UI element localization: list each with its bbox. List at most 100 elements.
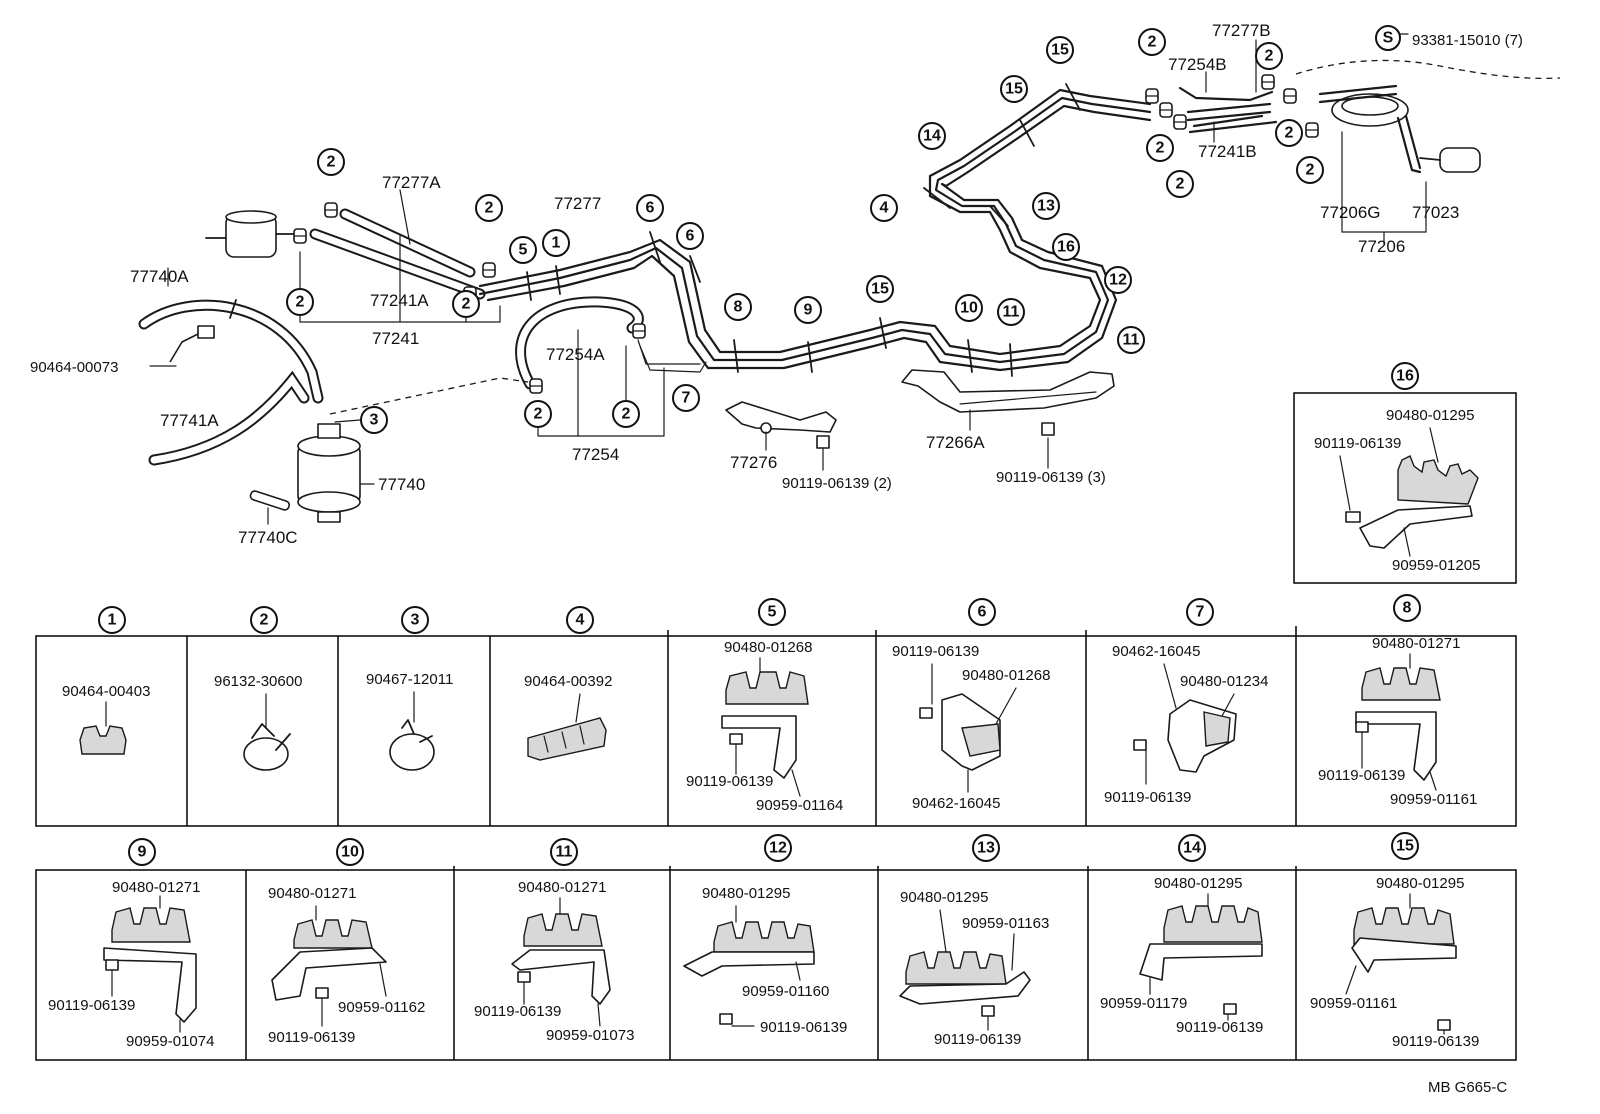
- part-label: 90959-01161: [1310, 995, 1397, 1012]
- detail-box-11: 11 90480-01271 90119-06139 90959-01073: [474, 838, 634, 1044]
- svg-text:1: 1: [108, 612, 117, 629]
- part-label: 90480-01271: [112, 879, 200, 896]
- svg-text:11: 11: [1003, 304, 1020, 321]
- callout-2: 2: [1138, 28, 1166, 56]
- svg-text:2: 2: [1306, 162, 1315, 179]
- part-label: 90119-06139: [1104, 789, 1191, 806]
- charcoal-canister: [205, 210, 297, 258]
- part-label: 90119-06139: [1314, 435, 1401, 452]
- callout-9: 9: [794, 296, 822, 324]
- svg-text:6: 6: [978, 604, 987, 621]
- label-77241: 77241: [372, 329, 419, 348]
- callout-8: 8: [724, 293, 752, 321]
- svg-text:4: 4: [576, 612, 585, 629]
- detail-box-12: 12 90480-01295 90959-01160 90119-06139: [683, 834, 847, 1036]
- callout-3: 3: [360, 406, 388, 434]
- label-77254b: 77254B: [1168, 55, 1227, 74]
- callout-2: 2: [317, 148, 345, 176]
- callout-15: 15: [866, 275, 894, 303]
- callout-2: 2: [1255, 42, 1283, 70]
- part-label: 90467-12011: [366, 671, 453, 688]
- svg-text:1: 1: [552, 235, 561, 252]
- label-77254a: 77254A: [546, 345, 605, 364]
- detail-box-9: 9 90480-01271 90119-06139 90959-01074: [48, 838, 214, 1050]
- part-label: 90480-01295: [1154, 875, 1242, 892]
- label-77276: 77276: [730, 453, 777, 472]
- callout-2: 2: [524, 400, 552, 428]
- svg-text:2: 2: [485, 200, 494, 217]
- svg-text:14: 14: [923, 128, 941, 145]
- label-77740: 77740: [378, 475, 425, 494]
- svg-text:S: S: [1383, 30, 1394, 47]
- main-pipe-bundle: [478, 88, 1152, 372]
- hose-clamp-90464-00073: [149, 325, 215, 367]
- clip-graphic: [1339, 427, 1479, 557]
- label-77741a: 77741A: [160, 411, 219, 430]
- label-77254: 77254: [572, 445, 619, 464]
- callout-5: 5: [509, 236, 537, 264]
- label-93381-15010: 93381-15010 (7): [1412, 32, 1523, 49]
- upper-labels: 77277A 77277 77740A 77241A 77241 90464-0…: [30, 21, 1523, 547]
- callout-16: 16: [1391, 362, 1419, 390]
- detail-box-8: 8 90480-01271 90119-06139 90959-01161: [1318, 594, 1477, 808]
- part-label: 90119-06139: [1318, 767, 1405, 784]
- part-label: 90480-01271: [268, 885, 356, 902]
- part-label: 90462-16045: [912, 795, 1000, 812]
- svg-text:12: 12: [1109, 272, 1127, 289]
- part-label: 90480-01295: [702, 885, 790, 902]
- part-label: 90480-01271: [1372, 635, 1460, 652]
- callout-6: 6: [636, 194, 664, 222]
- callout-2: 2: [475, 194, 503, 222]
- detail-box-16: 16 90480-01295 90119-06139 90959-01205: [1293, 362, 1517, 584]
- callout-2: 2: [1146, 134, 1174, 162]
- detail-box-14: 14 90480-01295 90959-01179 90119-06139: [1100, 834, 1263, 1036]
- part-label: 90480-01295: [1376, 875, 1464, 892]
- svg-text:5: 5: [768, 604, 777, 621]
- part-label: 90119-06139: [1176, 1019, 1263, 1036]
- part-label: 90480-01295: [1386, 407, 1474, 424]
- svg-text:5: 5: [519, 242, 528, 259]
- callout-s: S: [1375, 25, 1401, 51]
- svg-text:15: 15: [871, 281, 889, 298]
- part-label: 90119-06139: [934, 1031, 1021, 1048]
- detail-box-6: 6 90119-06139 90480-01268 90462-16045: [892, 598, 1050, 812]
- svg-text:16: 16: [1057, 239, 1075, 256]
- part-label: 90119-06139: [892, 643, 979, 660]
- svg-text:9: 9: [138, 844, 147, 861]
- part-label: 90959-01161: [1390, 791, 1477, 808]
- part-label: 90959-01074: [126, 1033, 214, 1050]
- part-label: 90959-01163: [962, 915, 1049, 932]
- part-label: 90119-06139: [686, 773, 773, 790]
- svg-text:3: 3: [411, 612, 420, 629]
- callout-11: 11: [1117, 326, 1145, 354]
- svg-text:11: 11: [1123, 332, 1140, 349]
- part-label: 90959-01179: [1100, 995, 1187, 1012]
- detail-box-10: 10 90480-01271 90959-01162 90119-06139: [268, 838, 425, 1046]
- svg-text:2: 2: [327, 154, 336, 171]
- label-77277: 77277: [554, 194, 601, 213]
- detail-box-1: 1 90464-00403: [62, 606, 150, 755]
- svg-text:6: 6: [686, 228, 695, 245]
- svg-text:2: 2: [1156, 140, 1165, 157]
- callout-2: 2: [1296, 156, 1324, 184]
- svg-text:8: 8: [734, 299, 743, 316]
- svg-text:2: 2: [296, 294, 305, 311]
- label-77206g: 77206G: [1320, 203, 1381, 222]
- label-77023: 77023: [1412, 203, 1459, 222]
- svg-text:2: 2: [1148, 34, 1157, 51]
- callout-2: 2: [452, 290, 480, 318]
- svg-text:11: 11: [556, 844, 573, 861]
- callout-13: 13: [1032, 192, 1060, 220]
- detail-box-3: 3 90467-12011: [366, 606, 453, 771]
- detail-box-2: 2 96132-30600: [214, 606, 302, 771]
- part-label: 90480-01295: [900, 889, 988, 906]
- detail-row-2: 9 90480-01271 90119-06139 90959-01074 10…: [35, 832, 1517, 1061]
- svg-text:13: 13: [977, 840, 995, 857]
- part-label: 90480-01268: [962, 667, 1050, 684]
- label-90119-06139-2: 90119-06139 (2): [782, 475, 892, 492]
- svg-text:2: 2: [260, 612, 269, 629]
- svg-text:2: 2: [1285, 125, 1294, 142]
- callout-14: 14: [918, 122, 946, 150]
- label-77241a: 77241A: [370, 291, 429, 310]
- svg-text:4: 4: [880, 200, 889, 217]
